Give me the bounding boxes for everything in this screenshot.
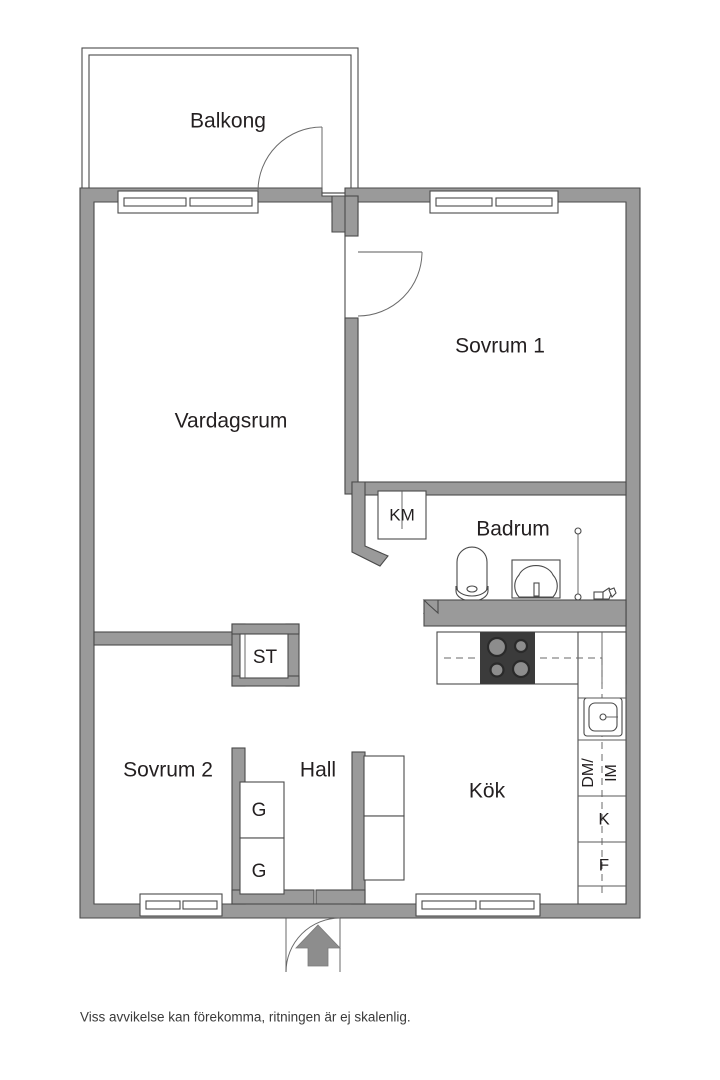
fridge-label: K (598, 809, 610, 828)
room-labels: Balkong Vardagsrum Sovrum 1 Badrum Kök S… (123, 110, 550, 803)
window-balcony-pane-2 (189, 197, 253, 207)
window-bedroom1 (429, 190, 559, 214)
faucet-handle (608, 587, 617, 598)
room-label-sovrum2: Sovrum 2 (123, 759, 213, 782)
window-kitchen-frame (415, 893, 541, 917)
door-bedroom1-arc (357, 251, 423, 317)
stove-icon (480, 632, 535, 684)
door-entry-arc (285, 917, 341, 973)
im-label: IM (603, 764, 620, 782)
st-closet: ST (239, 633, 289, 679)
doors (257, 126, 423, 973)
garderob-label-2: G (252, 861, 267, 882)
interior-wall-livingroom-bedroom1 (331, 195, 359, 495)
washbasin-drain (533, 582, 540, 597)
shower-icon (574, 527, 582, 601)
door-balcony (257, 126, 323, 192)
door-balcony-arc (257, 126, 323, 192)
hall-wardrobe-box-1 (363, 755, 405, 817)
hall-wardrobe-box-2 (363, 815, 405, 881)
window-bedroom2-frame (139, 893, 223, 917)
garderob-closets: G G (239, 781, 285, 895)
dm-label: DM/ (580, 758, 597, 788)
wall-kitchen-top-band (423, 599, 627, 627)
kitchen-sink-icon (583, 697, 623, 737)
bathroom-fixtures (455, 527, 617, 604)
room-label-sovrum1: Sovrum 1 (455, 335, 545, 358)
room-label-badrum: Badrum (476, 518, 550, 541)
interior-wall-livingroom-bedroom2 (93, 623, 300, 687)
garderob-box-2 (239, 837, 285, 895)
wall-stub-top (344, 195, 359, 237)
room-label-vardagsrum: Vardagsrum (175, 410, 288, 433)
faucet-body (593, 591, 604, 600)
door-bedroom1 (357, 251, 423, 317)
st-box (239, 633, 289, 679)
freezer-label: F (599, 855, 609, 874)
wall-st-top (231, 623, 300, 635)
wall-kitchen-angled-nib (422, 599, 439, 615)
km-label: KM (389, 505, 415, 524)
window-balcony (117, 190, 259, 214)
window-bedroom2-pane-1 (145, 900, 181, 910)
windows (117, 190, 559, 917)
disclaimer-text: Viss avvikelse kan förekomma, ritningen … (80, 1010, 411, 1025)
faucet-icon (593, 587, 617, 600)
toilet-tank (455, 585, 489, 602)
washbasin-icon (511, 559, 561, 599)
window-bedroom2 (139, 893, 223, 917)
door-entry (285, 917, 341, 973)
entry-arrow-icon (295, 924, 341, 967)
shower-head (574, 527, 582, 535)
window-bedroom1-pane-2 (495, 197, 553, 207)
toilet-icon (455, 546, 489, 604)
kitchen-counters: DM/ IM K F (436, 631, 627, 905)
wall-bathroom-left-with-angle (351, 481, 389, 567)
km-appliance: KM (377, 490, 427, 540)
shower-base (574, 593, 582, 601)
wall-hall-kitchen-vertical (351, 751, 366, 905)
window-bedroom1-frame (429, 190, 559, 214)
window-balcony-frame (117, 190, 259, 214)
room-label-balkong: Balkong (190, 110, 266, 133)
st-label: ST (253, 647, 278, 668)
window-kitchen-pane-2 (479, 900, 535, 910)
window-kitchen (415, 893, 541, 917)
interior-wall-bathroom-kitchen (422, 599, 627, 627)
wall-bedroom2-top (93, 631, 247, 646)
washbasin-bowl (514, 565, 558, 598)
room-label-kok: Kök (469, 780, 506, 803)
room-label-hall: Hall (300, 759, 336, 782)
window-balcony-pane-1 (123, 197, 187, 207)
arrow-up-icon (295, 924, 341, 967)
washbasin-outer-square (511, 559, 561, 599)
window-bedroom2-pane-2 (182, 900, 218, 910)
window-bedroom1-pane-1 (435, 197, 493, 207)
toilet-flush (466, 585, 478, 593)
garderob-label-1: G (252, 800, 267, 821)
stove-panel (480, 632, 535, 684)
stove-burner-2 (513, 638, 529, 654)
stove-burner-1 (486, 636, 508, 658)
hall-wardrobe (363, 755, 405, 881)
interior-wall-bathroom-left (351, 481, 389, 567)
dm-im-appliance: DM/ IM (580, 758, 620, 788)
wall-vertical-livingroom (344, 317, 359, 495)
wall-entry-left (315, 889, 366, 905)
stove-burner-4 (511, 659, 531, 679)
window-kitchen-pane-1 (421, 900, 477, 910)
stove-burner-3 (489, 662, 505, 678)
